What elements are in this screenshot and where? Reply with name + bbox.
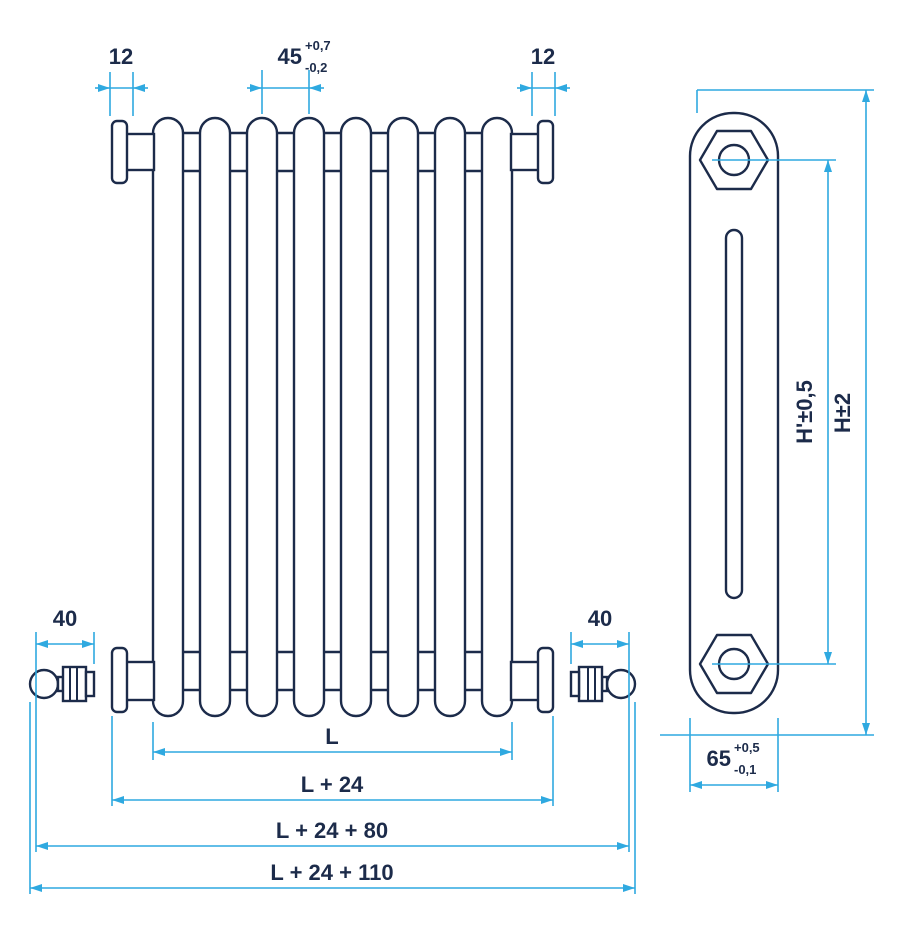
valve-knob-left	[28, 668, 60, 700]
dim-tolerance-minus: -0,2	[305, 60, 327, 75]
dim-label: L + 24	[301, 772, 364, 797]
valve-knob-right	[605, 668, 637, 700]
bushing-neck-bottom-right	[509, 660, 541, 702]
bushing-top-left	[110, 119, 129, 185]
dim-tube-pitch: 45 +0,7 -0,2	[247, 38, 331, 114]
valve-cap-right	[569, 670, 581, 698]
dim-label: 40	[53, 606, 77, 631]
radiator-tube	[292, 116, 326, 718]
dim-label: 45	[278, 44, 302, 69]
front-view	[28, 116, 637, 718]
radiator-tube	[151, 116, 185, 718]
radiator-tube	[433, 116, 467, 718]
dim-depth: 65 +0,5 -0,1	[689, 718, 779, 792]
radiator-tube	[386, 116, 420, 718]
dim-tolerance-minus: -0,1	[734, 762, 756, 777]
bushing-top-right	[536, 119, 555, 185]
dim-length-plus-valves: L + 24 + 80	[36, 818, 629, 850]
dim-bushing-right: 12	[517, 44, 570, 116]
bushing-neck-top-right	[509, 132, 541, 172]
bushing-bottom-left	[110, 646, 129, 714]
radiator-tube	[245, 116, 279, 718]
valve-body-left	[61, 665, 88, 703]
valve-right	[569, 665, 637, 703]
dim-tolerance-plus: +0,5	[734, 740, 760, 755]
dim-label: 65	[707, 746, 731, 771]
dim-label: H±2	[830, 393, 855, 433]
radiator-tube	[339, 116, 373, 718]
side-view	[688, 111, 780, 715]
dim-label: H'±0,5	[792, 380, 817, 444]
dim-valve-right: 40	[570, 606, 630, 852]
dim-tolerance-plus: +0,7	[305, 38, 331, 53]
side-groove	[724, 228, 744, 600]
dim-axis-height: H'±0,5	[712, 159, 836, 665]
dim-label: 40	[588, 606, 612, 631]
radiator-tube	[480, 116, 514, 718]
valve-cap-left	[84, 670, 96, 698]
dim-label: L + 24 + 80	[276, 818, 388, 843]
dim-length: L	[152, 722, 513, 760]
dim-valve-left: 40	[35, 606, 95, 852]
bushing-neck-top-left	[124, 132, 156, 172]
dim-label: L	[325, 724, 338, 749]
bushing-bottom-right	[536, 646, 555, 714]
dim-length-plus-bushings: L + 24	[111, 716, 554, 806]
dim-length-overall: L + 24 + 110	[29, 702, 636, 894]
valve-left	[28, 665, 96, 703]
dim-label: 12	[531, 44, 555, 69]
bushing-neck-bottom-left	[124, 660, 156, 702]
dim-overall-height: H±2	[660, 89, 874, 736]
dim-label: 12	[109, 44, 133, 69]
dim-bushing-left: 12	[95, 44, 148, 116]
radiator-tube	[198, 116, 232, 718]
dim-label: L + 24 + 110	[270, 860, 393, 885]
valve-body-right	[577, 665, 604, 703]
